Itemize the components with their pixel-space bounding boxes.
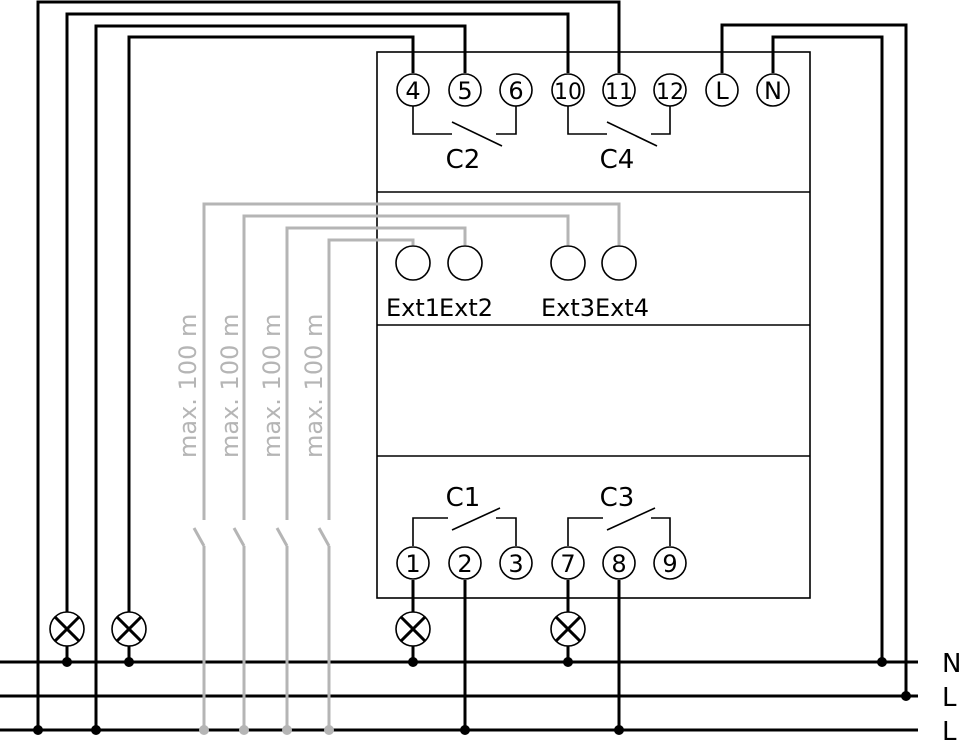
cable-length-label-2: max. 100 m: [216, 314, 244, 458]
terminal-3: 3: [499, 546, 533, 580]
input-ext3: Ext3: [541, 245, 595, 322]
svg-text:7: 7: [560, 550, 575, 578]
contact-c3-label: C3: [600, 483, 635, 513]
input-ext4: Ext4: [595, 245, 649, 322]
rail-label-l1: L: [942, 683, 957, 713]
terminal-8: 8: [602, 546, 636, 580]
junction-dots: [33, 657, 911, 735]
svg-text:L: L: [715, 77, 729, 105]
input-ext1: Ext1: [386, 245, 440, 322]
device-housing: [376, 51, 811, 599]
contact-c4-label: C4: [600, 145, 635, 175]
rail-label-n: N: [942, 649, 960, 679]
top-terminal-block: 4 5 6 10 11 12 L N: [396, 73, 790, 107]
bottom-wiring: [65, 580, 621, 730]
contact-c2: C2: [412, 106, 517, 175]
terminal-n: N: [756, 73, 790, 107]
cable-length-label-4: max. 100 m: [300, 314, 328, 458]
terminal-9: 9: [653, 546, 687, 580]
bus-rails: [0, 660, 918, 732]
extension-inputs: Ext1 Ext2 Ext3 Ext4: [386, 245, 649, 322]
cable-length-label-3: max. 100 m: [258, 314, 286, 458]
contact-c1: C1: [412, 483, 517, 546]
bottom-terminal-block: 1 2 3 7 8 9: [396, 546, 687, 580]
terminal-11: 11: [602, 73, 636, 107]
terminal-6: 6: [499, 73, 533, 107]
terminal-l: L: [705, 73, 739, 107]
input-ext2: Ext2: [439, 245, 493, 322]
terminal-2: 2: [448, 546, 482, 580]
svg-text:8: 8: [611, 550, 626, 578]
svg-text:3: 3: [508, 550, 523, 578]
contact-c4: C4: [567, 106, 671, 175]
terminal-4: 4: [396, 73, 430, 107]
svg-text:6: 6: [508, 77, 523, 105]
rail-label-l2: L: [942, 717, 957, 746]
lamp-icon: [111, 611, 147, 647]
svg-text:Ext3: Ext3: [541, 294, 595, 322]
contact-c3: C3: [567, 483, 671, 546]
svg-text:Ext4: Ext4: [595, 294, 649, 322]
svg-text:9: 9: [662, 550, 677, 578]
terminal-7: 7: [551, 546, 585, 580]
contact-c2-label: C2: [446, 145, 481, 175]
svg-text:2: 2: [457, 550, 472, 578]
terminal-12: 12: [653, 73, 687, 107]
svg-text:N: N: [764, 77, 782, 105]
top-wiring: [36, 0, 908, 730]
svg-text:1: 1: [405, 550, 420, 578]
terminal-10: 10: [551, 73, 585, 107]
terminal-5: 5: [448, 73, 482, 107]
svg-text:10: 10: [554, 80, 582, 105]
svg-text:Ext1: Ext1: [386, 294, 440, 322]
svg-text:12: 12: [656, 80, 684, 105]
cable-length-label-1: max. 100 m: [174, 314, 202, 458]
terminal-1: 1: [396, 546, 430, 580]
svg-text:11: 11: [605, 80, 633, 105]
svg-text:4: 4: [405, 77, 420, 105]
contact-c1-label: C1: [446, 483, 481, 513]
lamp-icon: [49, 611, 85, 647]
lamp-icon: [395, 611, 431, 647]
extension-wiring: [192, 202, 621, 735]
svg-text:Ext2: Ext2: [439, 294, 493, 322]
svg-text:5: 5: [457, 77, 472, 105]
lamp-icon: [550, 611, 586, 647]
